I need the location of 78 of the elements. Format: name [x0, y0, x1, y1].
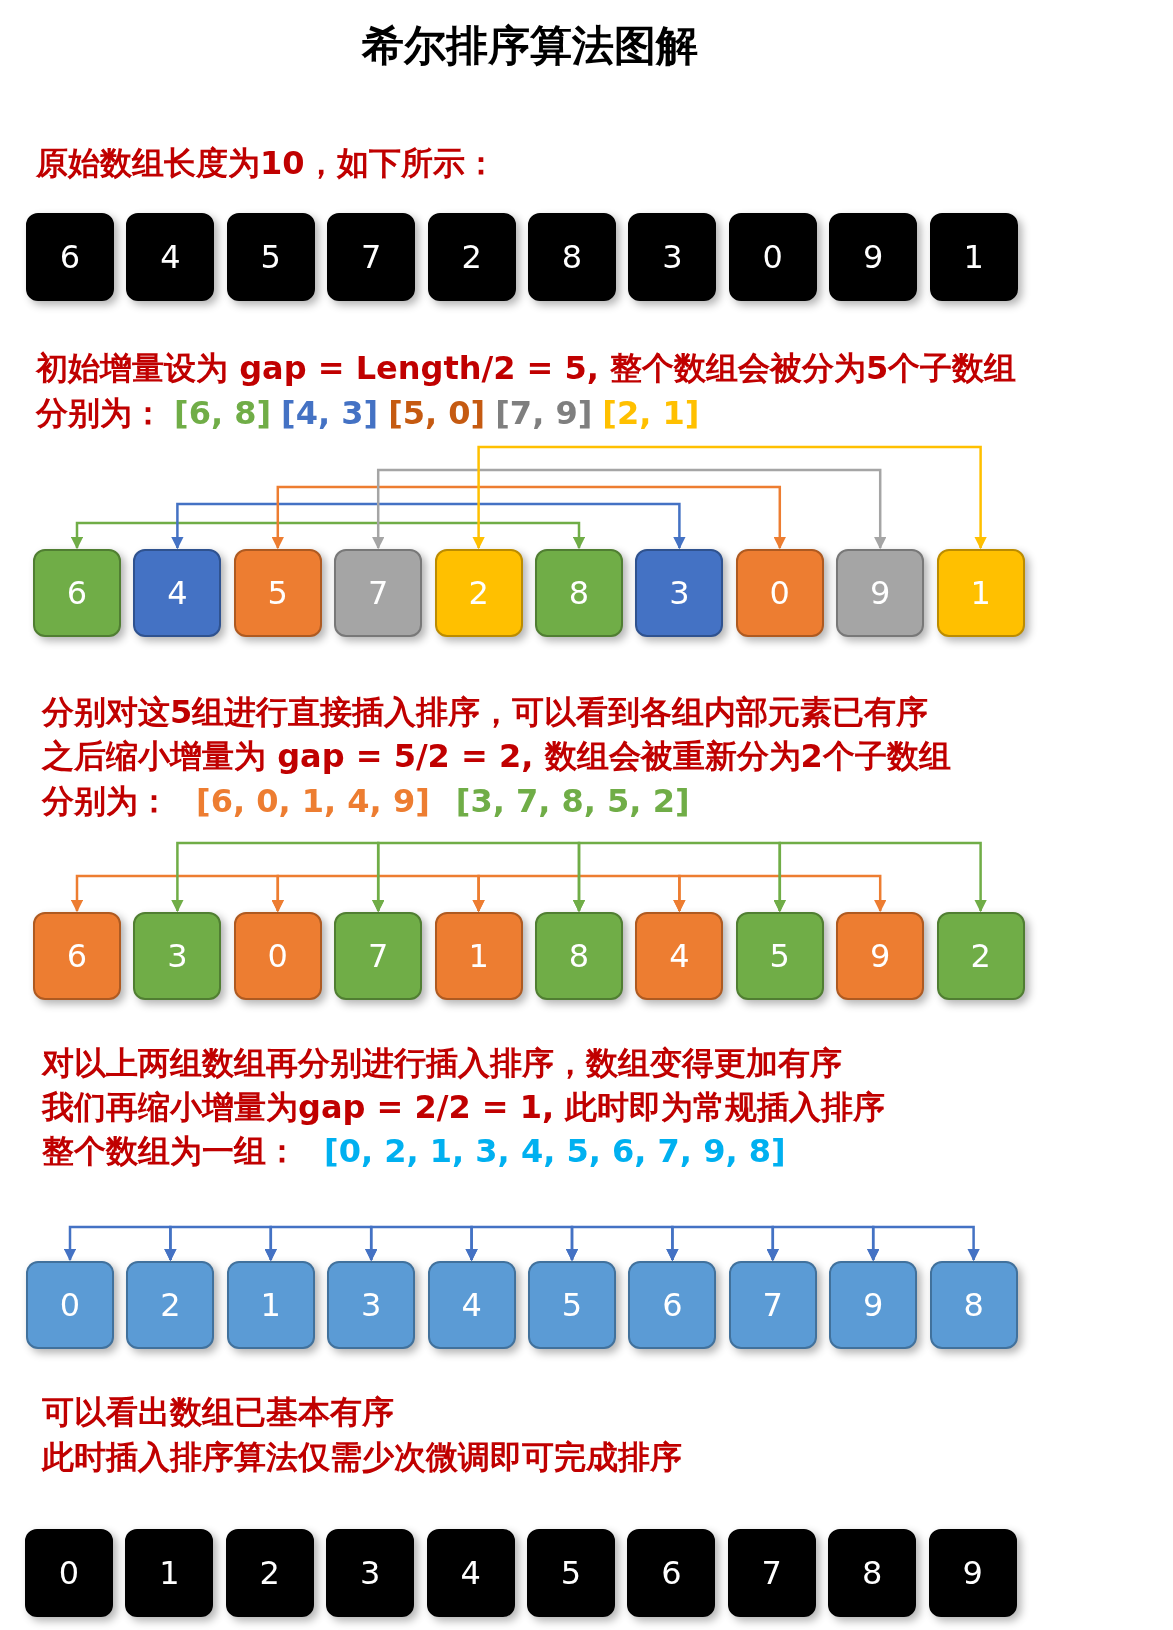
number-box: 0 — [233, 912, 322, 1000]
number-box: 2 — [225, 1529, 314, 1617]
caption-text: 我们再缩小增量为gap = 2/2 = 1, 此时即为常规插入排序 — [42, 1087, 886, 1127]
caption-text: 分别对这5组进行直接插入排序，可以看到各组内部元素已有序 — [42, 692, 929, 732]
number-box: 4 — [126, 213, 215, 301]
number-box: 7 — [728, 1261, 817, 1349]
number-box: 2 — [427, 213, 516, 301]
caption-text: [7, 9] — [495, 393, 593, 433]
number-box: 1 — [929, 213, 1018, 301]
caption-text: 对以上两组数组再分别进行插入排序，数组变得更加有序 — [42, 1043, 842, 1083]
number-box: 6 — [26, 213, 114, 301]
caption-text: [0, 2, 1, 3, 4, 5, 6, 7, 9, 8] — [324, 1131, 786, 1171]
number-box: 5 — [226, 213, 315, 301]
number-box: 6 — [33, 912, 121, 1000]
number-box: 9 — [829, 213, 918, 301]
number-box: 5 — [233, 549, 322, 637]
number-box: 6 — [627, 1529, 716, 1617]
number-box: 2 — [434, 549, 523, 637]
number-box: 8 — [828, 1529, 917, 1617]
number-box: 1 — [936, 549, 1025, 637]
number-box: 4 — [427, 1261, 516, 1349]
caption-text: 初始增量设为 gap = Length/2 = 5, 整个数组会被分为5个子数组 — [36, 348, 1017, 388]
connector-arrow — [472, 445, 987, 550]
caption-text: [6, 0, 1, 4, 9] — [196, 781, 430, 821]
number-box: 2 — [936, 912, 1025, 1000]
number-box: 8 — [535, 549, 623, 637]
caption-text: 分别为： — [42, 781, 170, 821]
number-box: 6 — [628, 1261, 717, 1349]
connector-arrow — [271, 485, 787, 550]
number-box: 0 — [26, 1261, 114, 1349]
number-box: 0 — [735, 549, 824, 637]
connector-arrow — [773, 841, 987, 913]
number-box: 4 — [635, 912, 724, 1000]
caption-text: 此时插入排序算法仅需少次微调即可完成排序 — [42, 1437, 682, 1477]
caption-text: [4, 3] — [281, 393, 379, 433]
caption-text: [5, 0] — [388, 393, 486, 433]
caption-text: 整个数组为一组： — [42, 1131, 298, 1171]
number-box: 0 — [728, 213, 817, 301]
caption-text: 之后缩小增量为 gap = 5/2 = 2, 数组会被重新分为2个子数组 — [42, 736, 951, 776]
number-box: 3 — [326, 1529, 415, 1617]
caption-text: 可以看出数组已基本有序 — [42, 1392, 394, 1432]
number-box: 3 — [635, 549, 724, 637]
number-box: 1 — [226, 1261, 315, 1349]
number-box: 7 — [334, 912, 423, 1000]
number-box: 1 — [125, 1529, 214, 1617]
number-box: 4 — [426, 1529, 515, 1617]
connector-arrow — [70, 521, 586, 550]
caption-text: [2, 1] — [602, 393, 700, 433]
connector-arrow — [673, 874, 887, 913]
number-box: 4 — [133, 549, 222, 637]
number-box: 5 — [735, 912, 824, 1000]
number-box: 5 — [527, 1529, 615, 1617]
number-box: 8 — [929, 1261, 1018, 1349]
number-box: 2 — [126, 1261, 215, 1349]
caption-text: [3, 7, 8, 5, 2] — [455, 781, 690, 821]
caption-text: 原始数组长度为10，如下所示： — [36, 143, 497, 183]
number-box: 3 — [327, 1261, 416, 1349]
connector-arrow — [171, 502, 686, 550]
number-box: 9 — [836, 912, 925, 1000]
number-box: 7 — [327, 213, 416, 301]
caption-text: [6, 8] — [174, 393, 272, 433]
number-box: 7 — [334, 549, 423, 637]
number-box: 6 — [33, 549, 121, 637]
number-box: 9 — [829, 1261, 918, 1349]
title: 希尔排序算法图解 — [360, 20, 699, 72]
number-box: 8 — [535, 912, 623, 1000]
number-box: 8 — [528, 213, 616, 301]
number-box: 1 — [434, 912, 523, 1000]
number-box: 0 — [25, 1529, 113, 1617]
caption-text: 分别为： — [36, 393, 164, 433]
number-box: 3 — [133, 912, 222, 1000]
number-box: 7 — [727, 1529, 816, 1617]
number-box: 9 — [836, 549, 925, 637]
number-box: 3 — [628, 213, 717, 301]
number-box: 5 — [528, 1261, 616, 1349]
number-box: 9 — [928, 1529, 1017, 1617]
connector-arrow — [866, 1225, 980, 1262]
connector-arrow — [371, 468, 887, 550]
